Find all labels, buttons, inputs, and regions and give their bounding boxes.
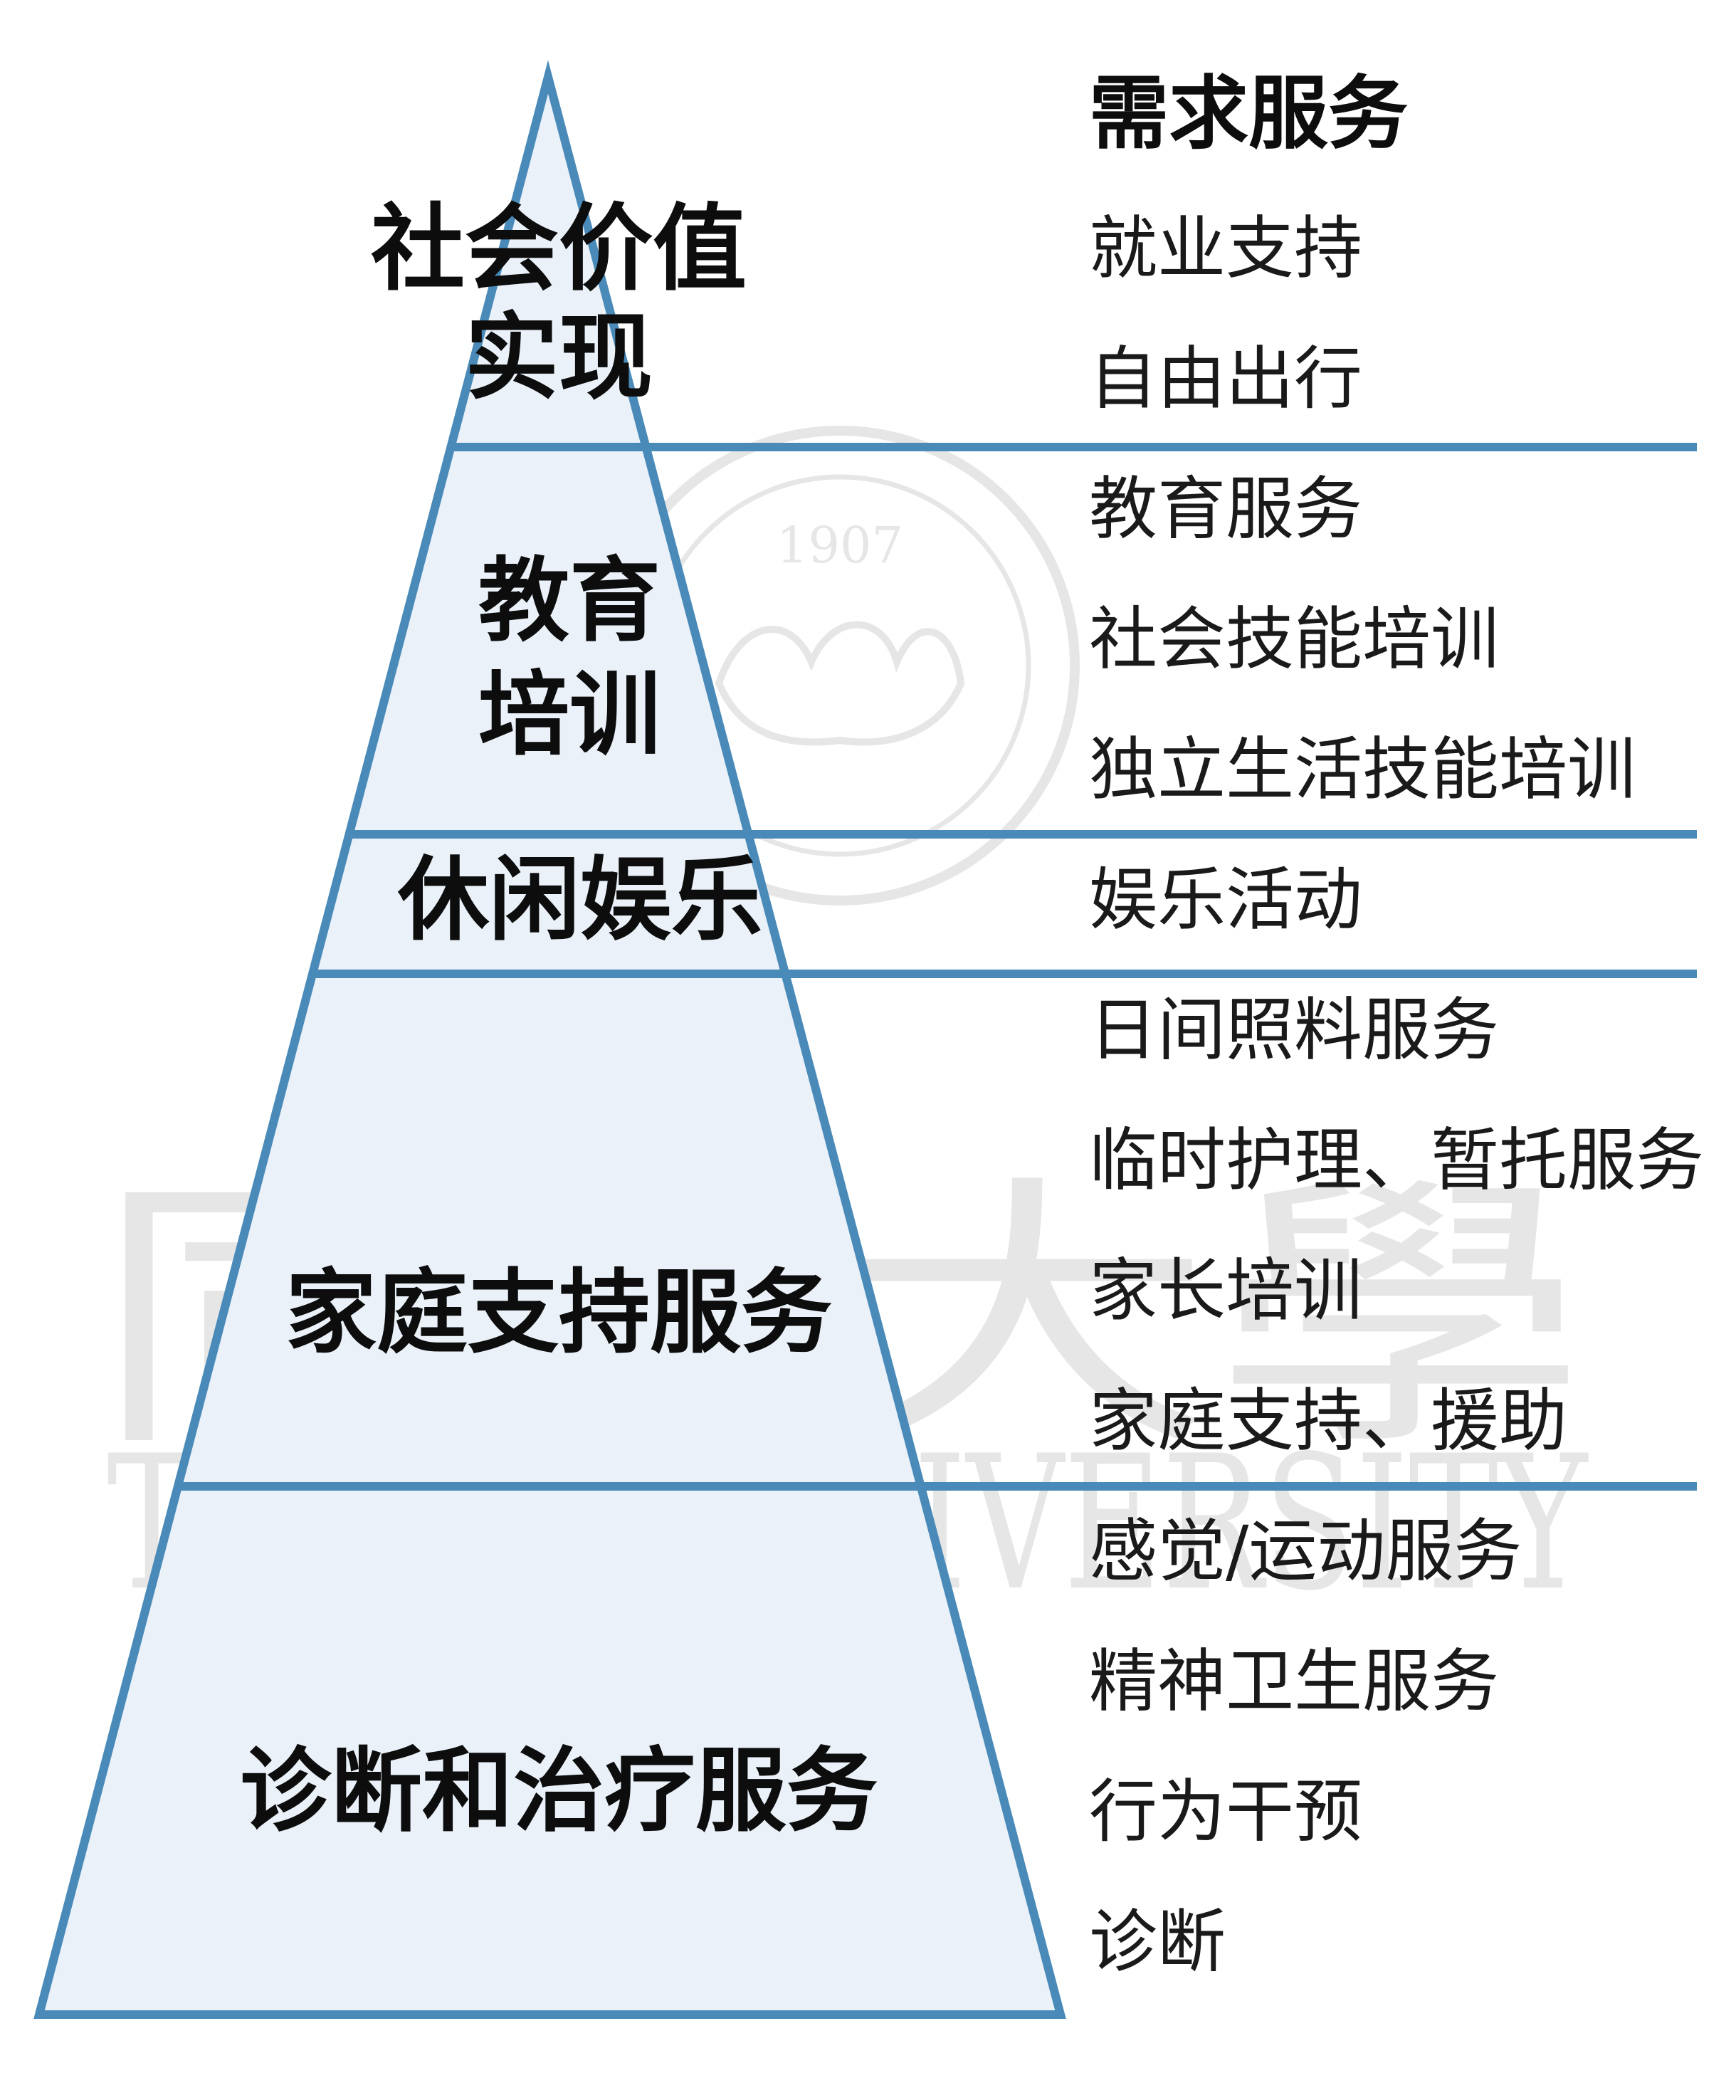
- pyramid-triangle: [33, 60, 1066, 2019]
- pyramid-layer: [33, 60, 1697, 2019]
- seal-year: 1907: [777, 516, 903, 574]
- service-item-education-training-3: 独立生活技能培训: [1089, 730, 1636, 809]
- level-label-family-support: 家庭支持服务: [285, 1260, 832, 1366]
- service-item-family-support-4: 家庭支持、援助: [1089, 1381, 1567, 1461]
- service-item-family-support-3: 家长培训: [1089, 1251, 1362, 1330]
- service-item-leisure-1: 娱乐活动: [1089, 860, 1362, 940]
- services-heading: 需求服务: [1089, 68, 1408, 160]
- service-item-diagnosis-treatment-2: 精神卫生服务: [1089, 1642, 1499, 1721]
- service-item-family-support-2: 临时护理、暂托服务: [1089, 1120, 1704, 1200]
- level-label-diagnosis-treatment: 诊断和治疗服务: [240, 1738, 878, 1844]
- service-item-social-value-2: 自由出行: [1089, 339, 1362, 419]
- service-item-education-training-2: 社会技能培训: [1089, 599, 1499, 679]
- level-label-leisure: 休闲娱乐: [397, 847, 762, 953]
- service-list: 需求服务就业支持自由出行教育服务社会技能培训独立生活技能培训娱乐活动日间照料服务…: [1089, 68, 1704, 1982]
- service-item-diagnosis-treatment-4: 诊断: [1089, 1902, 1226, 1982]
- level-label-social-value-line-1: 社会价值: [371, 194, 747, 304]
- university-seal-watermark: 1907: [600, 426, 1080, 905]
- service-item-education-training-1: 教育服务: [1089, 469, 1362, 549]
- service-item-diagnosis-treatment-1: 感觉/运动服务: [1089, 1511, 1522, 1591]
- level-label-education-training-line-2: 培训: [478, 662, 661, 768]
- service-item-family-support-1: 日间照料服务: [1089, 990, 1499, 1070]
- service-item-social-value-1: 就业支持: [1089, 209, 1362, 288]
- level-label-education-training-line-1: 教育: [478, 548, 661, 654]
- service-item-diagnosis-treatment-3: 行为干预: [1089, 1772, 1362, 1852]
- level-label-social-value-line-2: 实现: [465, 303, 653, 413]
